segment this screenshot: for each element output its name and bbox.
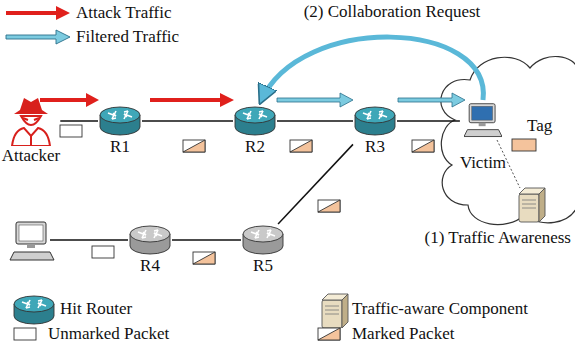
marked-packet <box>193 252 215 264</box>
router-label: R1 <box>98 137 142 157</box>
unmarked-packet-sample <box>14 328 36 340</box>
collaboration-arrow <box>261 37 483 101</box>
unmarked-packet <box>60 125 82 137</box>
router-node: R2 <box>233 105 277 157</box>
marked-packet <box>412 140 434 152</box>
legend-text: Attack Traffic <box>76 3 172 23</box>
victim-node: Victim <box>460 103 506 173</box>
router-label: R4 <box>128 256 172 276</box>
attacker-node: Attacker <box>2 96 61 166</box>
edge-label: (2) Collaboration Request <box>304 2 481 22</box>
pc-wire <box>50 239 128 241</box>
traffic-aware-server <box>519 188 545 222</box>
tag-label: Tag <box>527 116 552 136</box>
network-link <box>142 120 233 122</box>
attack-arrow-sample <box>6 6 70 20</box>
pc-icon <box>10 222 54 260</box>
annotation-label: (1) Traffic Awareness <box>425 228 571 248</box>
router-node: R4 <box>128 224 172 276</box>
network-link <box>277 120 353 122</box>
marked-packet-sample <box>318 328 340 340</box>
marked-packet <box>318 200 340 212</box>
filtered-arrow-sample <box>6 30 70 44</box>
legend-text: Unmarked Packet <box>48 324 169 344</box>
router-icon <box>128 224 172 256</box>
marked-packet <box>290 140 312 152</box>
router-icon <box>241 224 285 256</box>
network-link <box>278 144 353 224</box>
attack-arrow <box>150 93 234 107</box>
router-label: R3 <box>353 137 397 157</box>
attack-arrow <box>40 93 99 107</box>
router-label: R2 <box>233 137 277 157</box>
marked-packet <box>183 140 205 152</box>
network-link <box>172 239 241 241</box>
router-label: R5 <box>241 256 285 276</box>
legend-text: Filtered Traffic <box>76 27 179 47</box>
router-icon <box>98 105 142 137</box>
filtered-arrow <box>398 93 465 107</box>
router-node: R5 <box>241 224 285 276</box>
router-sample <box>14 296 54 324</box>
node-label: Victim <box>460 153 506 173</box>
legend-text: Marked Packet <box>352 324 454 344</box>
router-icon <box>233 105 277 137</box>
unmarked-packet <box>92 246 114 258</box>
filtered-arrow <box>277 93 353 107</box>
legend-text: Hit Router <box>60 299 132 319</box>
legend-text: Traffic-aware Component <box>352 299 528 319</box>
server-sample <box>322 294 348 328</box>
victim-cloud <box>441 56 575 224</box>
computer-icon <box>464 103 502 139</box>
network-link <box>60 120 98 122</box>
network-link <box>397 120 460 122</box>
tag-box <box>512 139 536 151</box>
router-node: R3 <box>353 105 397 157</box>
attacker-icon <box>8 96 54 146</box>
router-icon <box>353 105 397 137</box>
node-label: Attacker <box>2 146 61 166</box>
router-node: R1 <box>98 105 142 157</box>
